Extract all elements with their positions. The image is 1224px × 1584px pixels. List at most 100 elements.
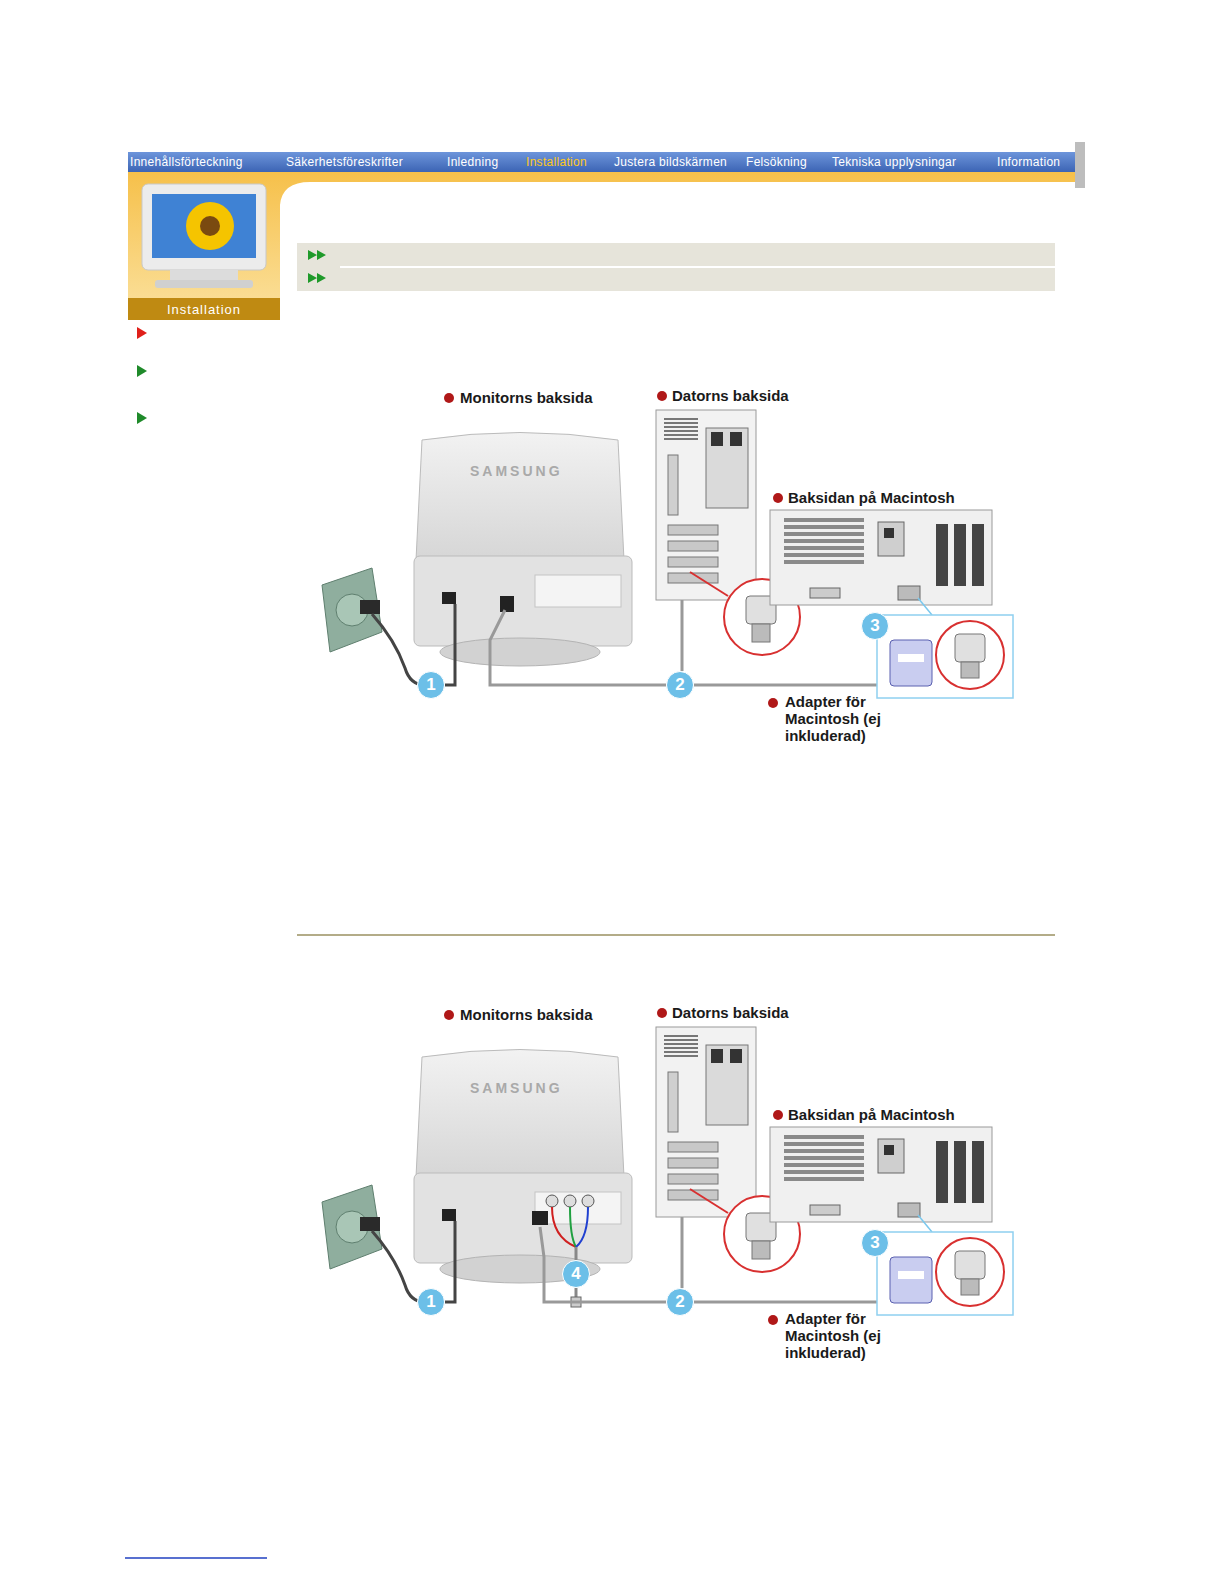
mac-vent: [784, 1149, 864, 1153]
pc-vent: [664, 422, 698, 424]
adapter-box: [877, 615, 1013, 698]
pc-tower: [656, 410, 756, 600]
monitor-body: [414, 556, 632, 646]
nav-tab: Innehållsförteckning: [130, 155, 243, 169]
mac-vent: [784, 1156, 864, 1160]
power-cable: [445, 604, 455, 685]
grey-band: [297, 243, 1055, 291]
section-title: Installation: [167, 302, 241, 317]
zoom-leader: [690, 572, 728, 596]
pc-psu: [706, 428, 748, 508]
monitor-hood: [416, 433, 624, 561]
vga-plug: [955, 634, 985, 662]
pc-vent: [664, 438, 698, 440]
callout-number: 3: [861, 612, 889, 640]
pc-vent: [664, 418, 698, 420]
part-label: Monitorns baksida: [460, 389, 593, 406]
label-dot: [768, 698, 778, 708]
part-label: Monitorns baksida: [460, 1006, 593, 1023]
power-plug: [360, 600, 380, 614]
callout-text: 4: [571, 1264, 580, 1284]
mac-vent: [784, 532, 864, 536]
callout-text: 1: [426, 675, 435, 695]
connection-drawing: [322, 1008, 1013, 1325]
mac-vent: [784, 1142, 864, 1146]
mac-psu: [878, 522, 904, 556]
adapter-box: [877, 1232, 1013, 1315]
mac-vent: [784, 560, 864, 564]
vga-screw: [961, 1279, 979, 1295]
part-label: Adapter för Macintosh (ej inkluderad): [785, 1310, 903, 1361]
part-label: Datorns baksida: [672, 1004, 789, 1021]
mac-vent: [784, 553, 864, 557]
logo-stand: [170, 270, 238, 280]
part-label: Baksidan på Macintosh: [788, 1106, 955, 1123]
bnc-port: [546, 1195, 558, 1207]
pc-ports: [668, 455, 678, 515]
label-dot: [657, 1008, 667, 1018]
nav-tab: Säkerhetsföreskrifter: [286, 155, 403, 169]
signal-port: [532, 1211, 548, 1225]
brand-mark: SAMSUNG: [470, 1080, 563, 1096]
callout-text: 1: [426, 1292, 435, 1312]
monitor-stand: [440, 638, 600, 666]
mac-video-port: [898, 586, 920, 600]
power-cable: [372, 614, 425, 685]
mac-slot: [972, 524, 984, 586]
callout-text: 3: [870, 1233, 879, 1253]
part-label: Baksidan på Macintosh: [788, 489, 955, 506]
nav-tab: Justera bildskärmen: [614, 155, 727, 169]
pc-ports: [668, 1072, 678, 1132]
mac-slot: [936, 1141, 948, 1203]
pc-slot: [668, 525, 718, 535]
pc-slot: [668, 557, 718, 567]
band-divider: [340, 266, 1055, 268]
connection-drawing: [322, 391, 1013, 708]
header-curve: [128, 172, 1075, 320]
callout-number: 3: [861, 1229, 889, 1257]
mac-slot: [954, 1141, 966, 1203]
pc-vent: [664, 1051, 698, 1053]
adapter-face: [898, 654, 924, 662]
label-dot: [444, 1010, 454, 1020]
mac-slot: [936, 524, 948, 586]
pc-socket: [730, 432, 742, 446]
vga-screw: [752, 624, 770, 642]
bnc-cable: [575, 1247, 578, 1260]
callout-text: 2: [675, 675, 684, 695]
pc-vent: [664, 1047, 698, 1049]
separator: [297, 934, 1055, 936]
mac-vent: [784, 1170, 864, 1174]
callout-number: 2: [666, 1288, 694, 1316]
mac-slot: [972, 1141, 984, 1203]
nav-bar: [128, 152, 1076, 172]
scroll-stub: [1075, 142, 1085, 188]
mac-vent: [784, 525, 864, 529]
side-arrow: [137, 327, 147, 424]
mac-psu: [878, 1139, 904, 1173]
rating-label: [535, 575, 621, 607]
vga-screw: [752, 1241, 770, 1259]
part-label: Datorns baksida: [672, 387, 789, 404]
wall-socket: [322, 568, 382, 652]
callout-text: 3: [870, 616, 879, 636]
pc-vent: [664, 430, 698, 432]
zoom-leader: [690, 1189, 728, 1213]
logo-screen: [152, 194, 256, 258]
power-port: [442, 1209, 456, 1221]
zoom-circle: [936, 621, 1004, 689]
vga-plug: [955, 1251, 985, 1279]
mac-vent: [784, 1163, 864, 1167]
pc-socket: [730, 1049, 742, 1063]
pc-slot: [668, 541, 718, 551]
label-dot: [768, 1315, 778, 1325]
logo-monitor: [142, 184, 266, 270]
label-dot: [773, 1110, 783, 1120]
bnc-wire: [576, 1207, 588, 1247]
pc-vent: [664, 434, 698, 436]
vga-screw: [961, 662, 979, 678]
mac-back: [770, 510, 992, 605]
callout-number: 1: [417, 1288, 445, 1316]
pc-vent: [664, 426, 698, 428]
mac-slot: [954, 524, 966, 586]
